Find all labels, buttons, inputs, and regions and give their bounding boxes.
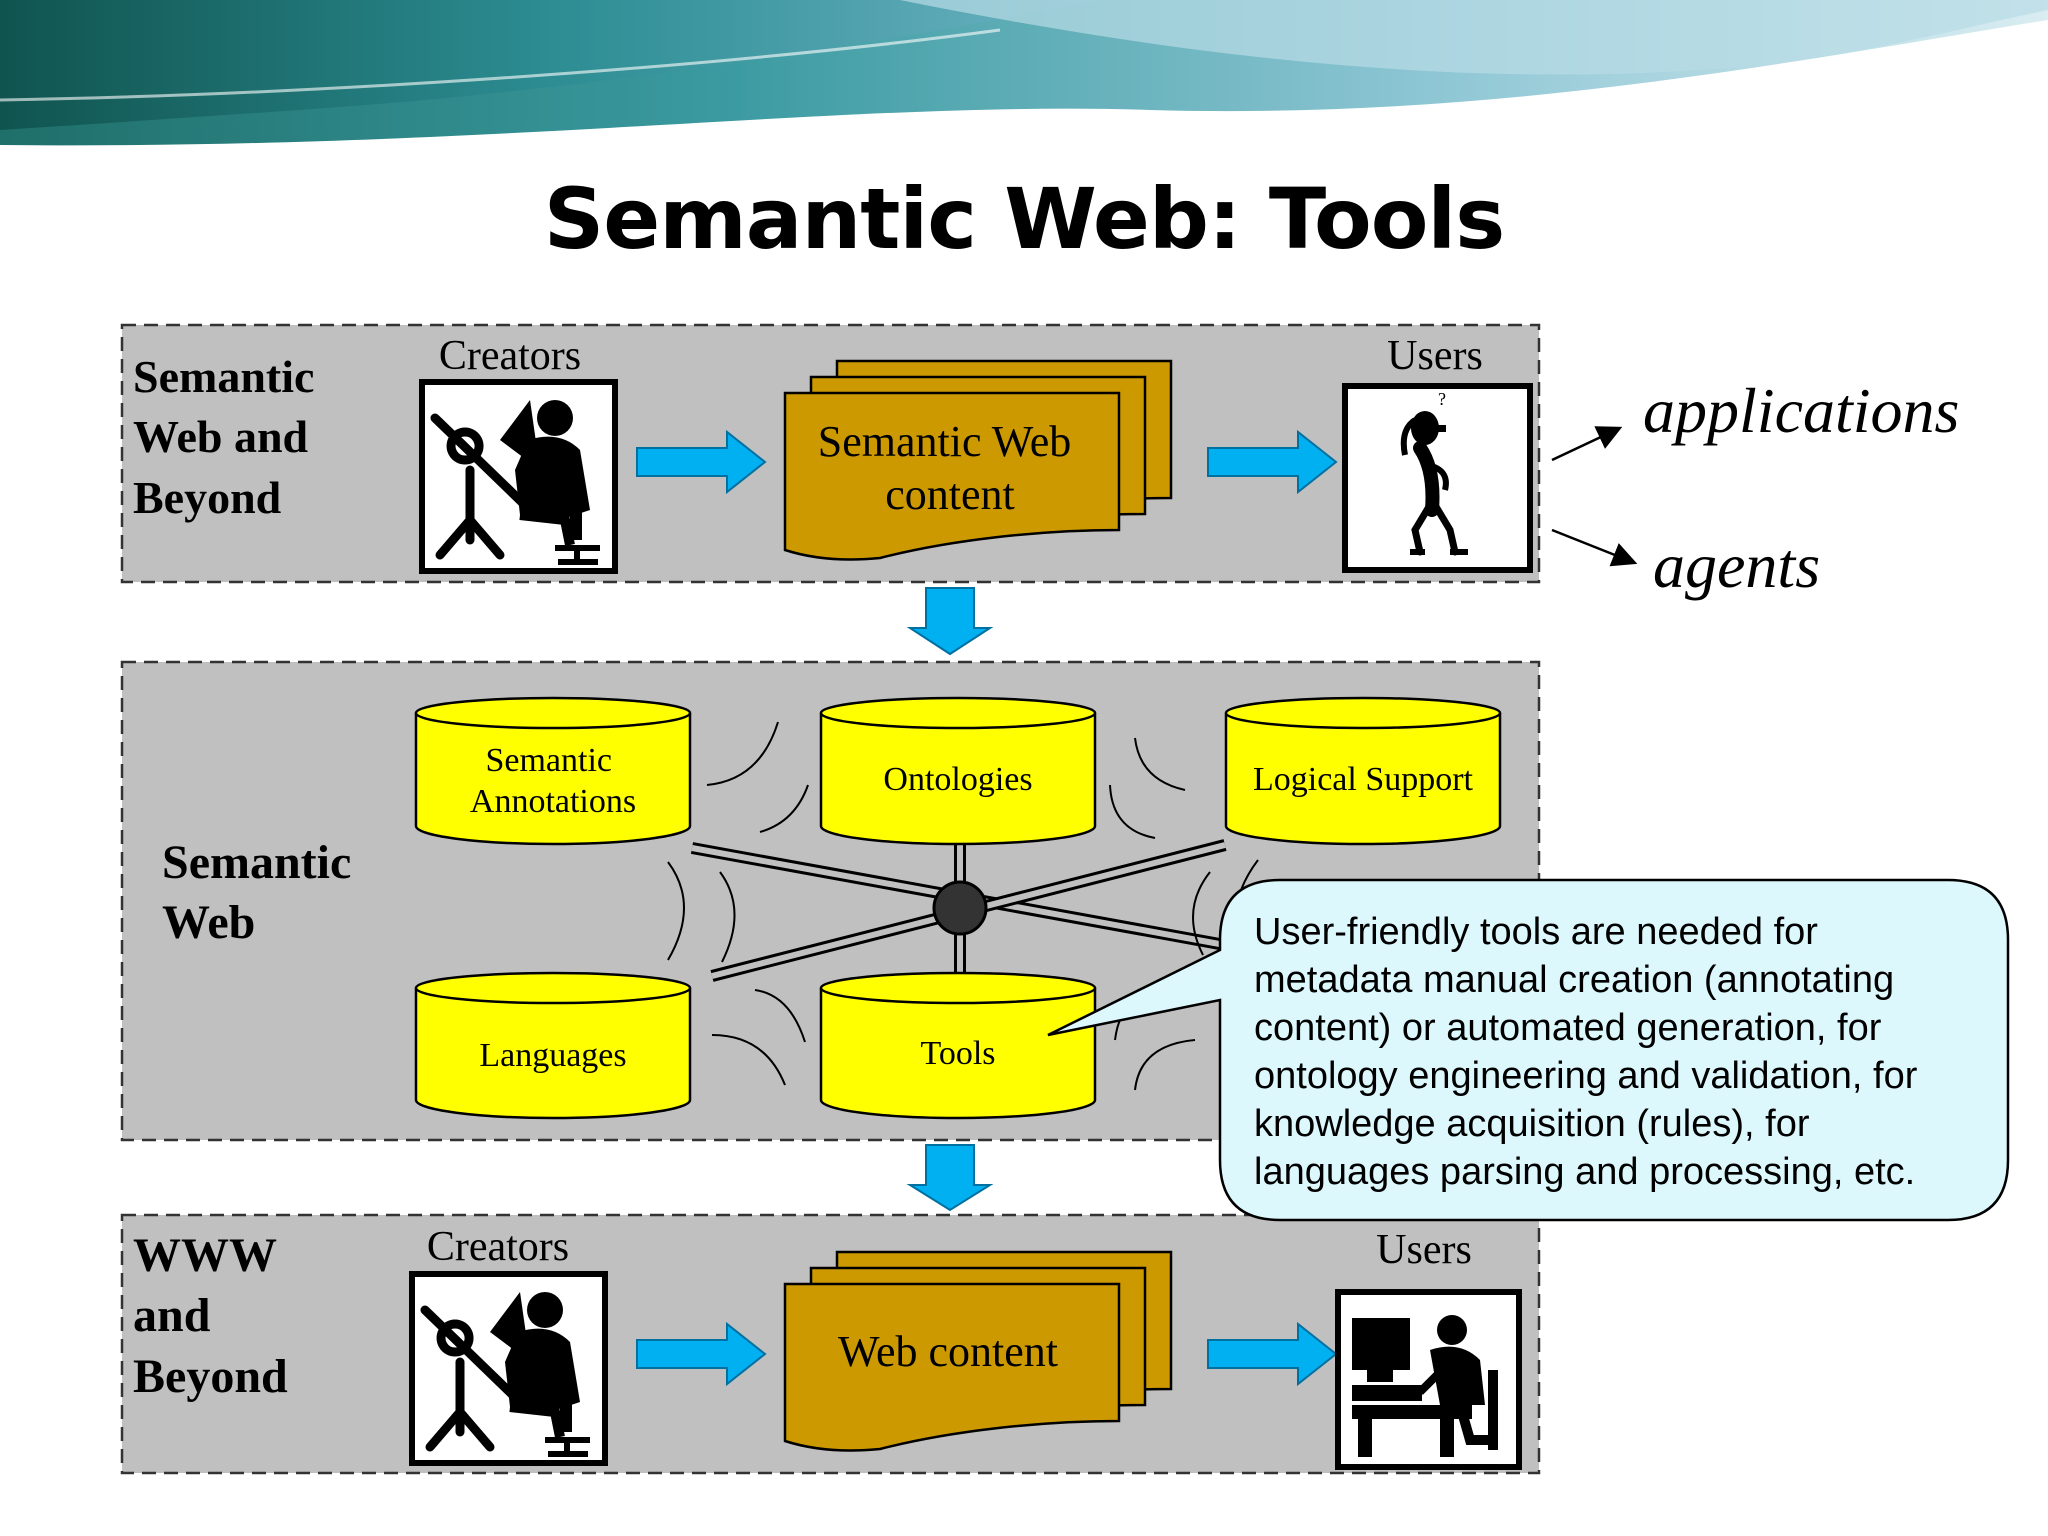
svg-text:?: ? xyxy=(1438,389,1446,409)
component-ontologies: Ontologies xyxy=(819,696,1097,846)
flow-arrow-icon xyxy=(636,1321,767,1387)
callout-line: languages parsing and processing, etc. xyxy=(1254,1151,1916,1193)
flow-arrow-icon xyxy=(1207,429,1338,495)
top-panel: Semantic Web and Beyond Creators Users xyxy=(120,323,1541,584)
svg-text:Languages: Languages xyxy=(479,1037,626,1074)
agents-label: agents xyxy=(1653,530,1820,601)
callout-line: User-friendly tools are needed for xyxy=(1254,911,1818,953)
applications-label: applications xyxy=(1643,375,1959,446)
bottom-panel-label: WWW and Beyond xyxy=(133,1229,288,1403)
component-tools: Tools xyxy=(819,971,1097,1120)
header-banner xyxy=(0,0,2048,146)
drafter-icon xyxy=(409,1271,608,1466)
svg-text:Logical Support: Logical Support xyxy=(1253,761,1474,798)
bottom-creators-label: Creators xyxy=(427,1224,569,1270)
flow-arrow-icon xyxy=(636,429,767,495)
svg-text:Web content: Web content xyxy=(838,1327,1058,1376)
bottom-panel: WWW and Beyond Creators Users xyxy=(120,1213,1541,1475)
svg-text:Ontologies: Ontologies xyxy=(883,761,1032,798)
component-semantic-annotations: Semantic Annotations xyxy=(414,696,692,846)
connection-hub-icon xyxy=(932,880,988,936)
component-languages: Languages xyxy=(414,971,692,1120)
callout-line: content) or automated generation, for xyxy=(1254,1007,1882,1049)
arrow-to-agents xyxy=(1551,528,1638,567)
semantic-web-content-document: Semantic Web content xyxy=(783,359,1173,561)
arrow-to-applications xyxy=(1551,426,1623,462)
svg-text:Tools: Tools xyxy=(920,1035,995,1072)
component-logical-support: Logical Support xyxy=(1224,696,1502,846)
web-content-document: Web content xyxy=(783,1250,1173,1452)
top-users-label: Users xyxy=(1387,333,1483,379)
down-arrow-icon xyxy=(906,587,994,656)
slide-title: Semantic Web: Tools xyxy=(543,170,1505,268)
bottom-users-label: Users xyxy=(1376,1227,1472,1273)
flow-arrow-icon xyxy=(1207,1321,1338,1387)
down-arrow-icon xyxy=(906,1144,994,1212)
tools-callout xyxy=(1047,878,2010,1222)
callout-text: User-friendly tools are needed for metad… xyxy=(1254,908,1994,1196)
confused-user-icon: ? xyxy=(1342,383,1533,573)
middle-panel-label: Semantic Web xyxy=(162,836,363,949)
callout-line: ontology engineering and validation, for xyxy=(1254,1055,1918,1097)
top-panel-label: Semantic Web and Beyond xyxy=(133,351,326,523)
svg-text:Semantic Annotations: Semantic Annotations xyxy=(470,742,636,820)
drafter-icon xyxy=(419,379,618,574)
callout-line: metadata manual creation (annotating xyxy=(1254,959,1895,1001)
top-creators-label: Creators xyxy=(439,333,581,379)
person-at-computer-icon xyxy=(1335,1289,1522,1470)
svg-text:Semantic Web content: Semantic Web content xyxy=(818,417,1082,519)
callout-line: knowledge acquisition (rules), for xyxy=(1254,1103,1810,1145)
